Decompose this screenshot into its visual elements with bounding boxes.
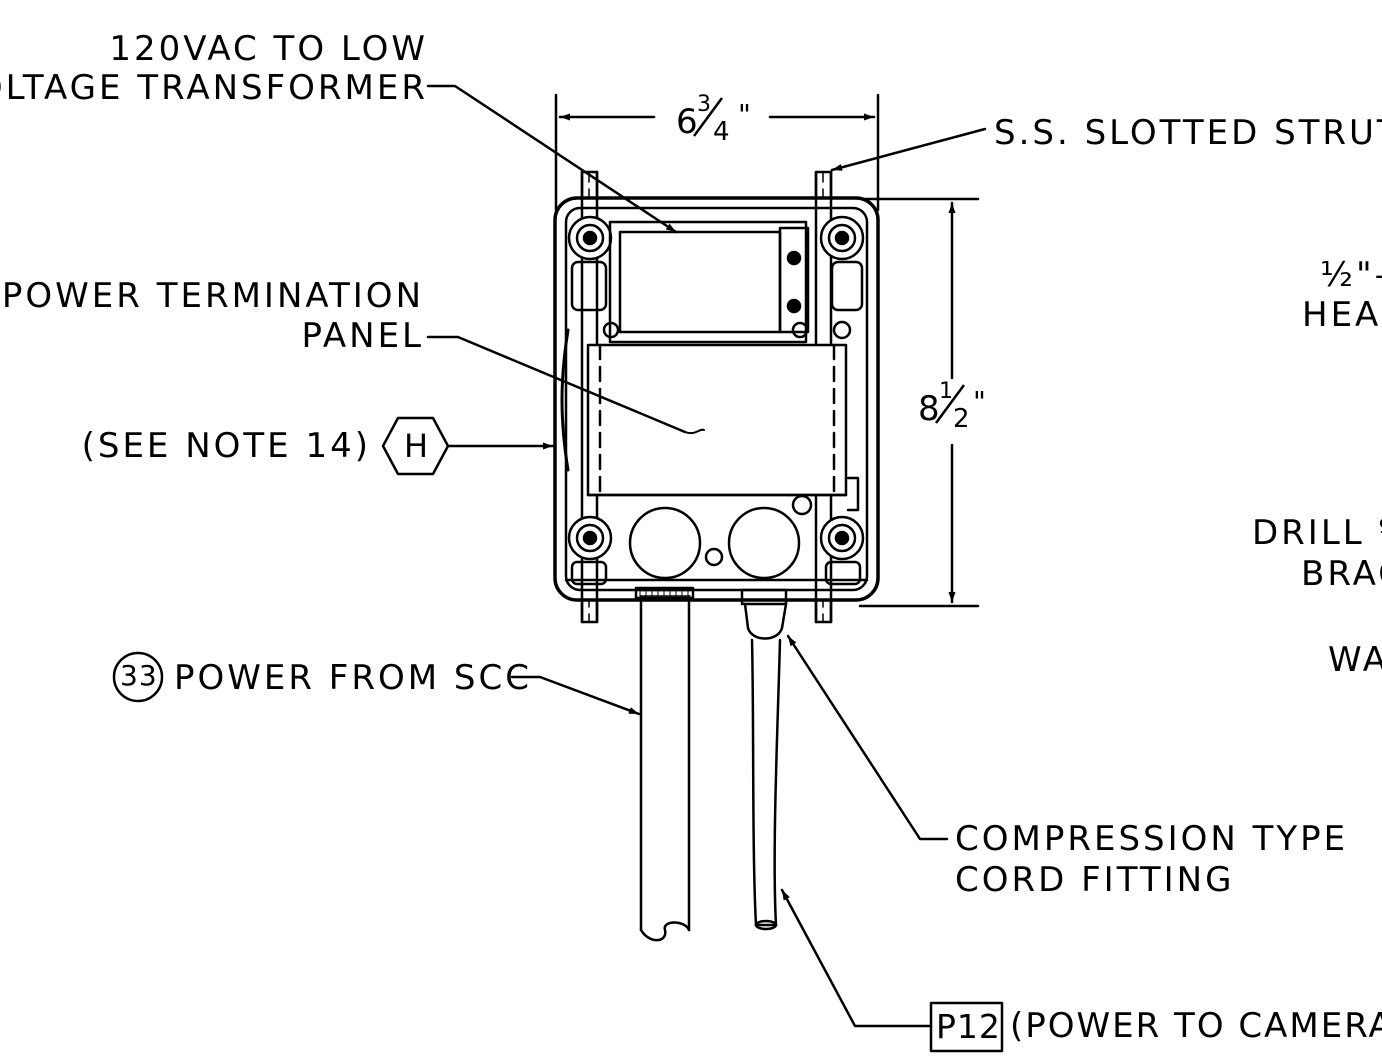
p12-tag: P12 <box>936 1007 1001 1046</box>
panel-label-line1: POWER TERMINATION <box>1 276 424 316</box>
power-conduit <box>634 586 695 942</box>
height-denominator: 2 <box>953 404 970 434</box>
mounting-bolts <box>567 215 865 586</box>
fitting-label-line2: CORD FITTING <box>955 860 1235 900</box>
fitting-label-line1: COMPRESSION TYPE <box>955 819 1349 859</box>
transformer-label-line1: 120VAC TO LOW <box>109 29 428 69</box>
strut-label: S.S. SLOTTED STRUT <box>994 113 1382 153</box>
hex-tag-letter: H <box>404 427 429 465</box>
transformer-label-line2: VOLTAGE TRANSFORMER <box>0 68 428 108</box>
hex-note-symbol <box>381 416 450 476</box>
clipped-label-brac: BRAC <box>1301 554 1382 594</box>
callout-33-number: 33 <box>120 659 158 692</box>
clipped-label-drill: DRILL ⁹ <box>1252 513 1382 553</box>
p12-box <box>929 1001 1004 1053</box>
width-inch-mark: " <box>738 98 751 131</box>
width-dimension <box>554 93 880 212</box>
height-numerator: 1 <box>939 379 953 404</box>
width-numerator: 3 <box>697 92 711 117</box>
height-dimension-label: 8 1 2 " <box>918 379 986 434</box>
panel-label-line2: PANEL <box>301 316 424 356</box>
clipped-label-half: ½"– <box>1320 255 1382 295</box>
leader-lines <box>426 84 987 1028</box>
height-dimension <box>858 197 980 608</box>
see-note-label: (SEE NOTE 14) <box>81 426 371 466</box>
width-denominator: 4 <box>713 117 730 147</box>
clipped-label-was: WAS <box>1328 640 1382 680</box>
width-whole: 6 <box>676 102 698 142</box>
power-to-camera-label: (POWER TO CAMERA) <box>1010 1006 1382 1046</box>
width-dimension-label: 6 3 4 " <box>676 92 751 147</box>
transformer <box>602 220 852 344</box>
height-inch-mark: " <box>973 385 986 418</box>
power-from-scc-label: POWER FROM SCC <box>174 658 532 698</box>
cord-fitting <box>740 588 788 931</box>
height-whole: 8 <box>918 389 940 429</box>
power-termination-panel <box>560 328 860 512</box>
callout-33-circle <box>112 651 164 703</box>
knockout-holes <box>628 494 813 580</box>
